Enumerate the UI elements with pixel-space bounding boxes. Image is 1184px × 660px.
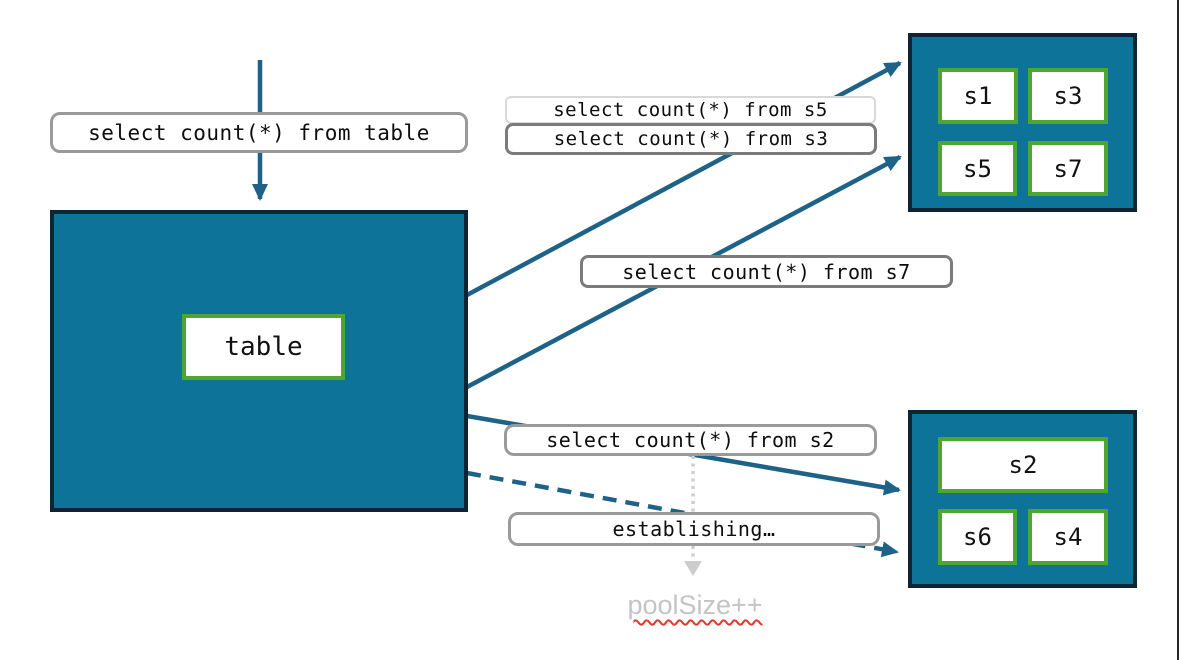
shard-s3: s3 xyxy=(1028,68,1108,124)
shard-group-bottom: s2 s6 s4 xyxy=(908,410,1137,588)
query-label-from-s2: select count(*) from s2 xyxy=(504,424,877,456)
shard-s6: s6 xyxy=(938,509,1017,565)
poolsize-label: poolSize++ xyxy=(627,590,763,620)
table-box: table xyxy=(50,210,468,512)
query-label-from-s5: select count(*) from s5 xyxy=(505,96,876,124)
shard-s5: s5 xyxy=(938,141,1017,196)
slide-edge-line xyxy=(1177,0,1179,660)
shard-s2: s2 xyxy=(938,437,1108,493)
table-label-box: table xyxy=(182,314,345,380)
shard-s4: s4 xyxy=(1028,509,1108,565)
shard-s7: s7 xyxy=(1028,141,1108,196)
query-label-from-table: select count(*) from table xyxy=(50,112,468,153)
query-label-from-s3: select count(*) from s3 xyxy=(505,123,877,155)
label-establishing: establishing… xyxy=(508,512,880,546)
shard-s1: s1 xyxy=(938,68,1018,124)
query-label-from-s7: select count(*) from s7 xyxy=(580,255,953,288)
shard-group-top: s1 s3 s5 s7 xyxy=(908,33,1137,212)
